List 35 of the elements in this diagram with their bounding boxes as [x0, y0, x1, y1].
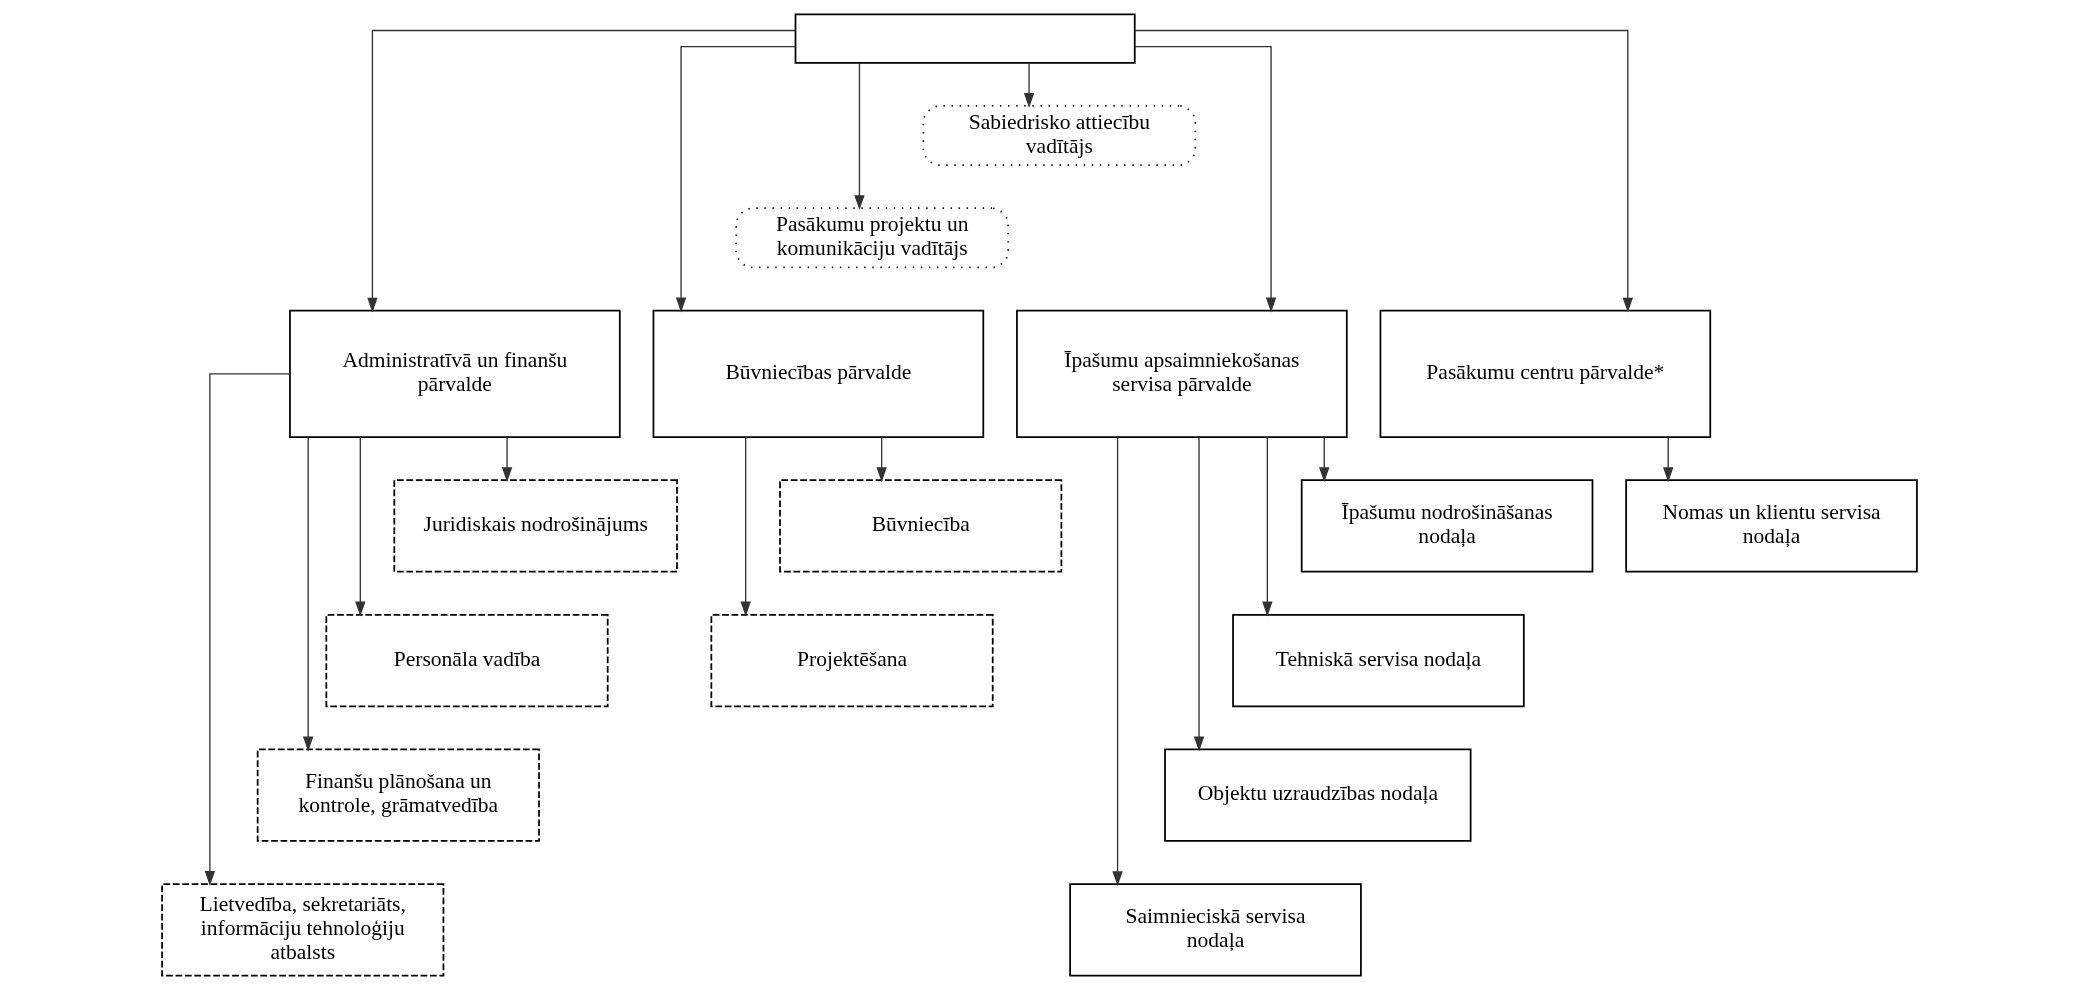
node-box: Nomas un klientu servisa nodaļa: [1624, 478, 1918, 573]
arrow: [204, 372, 290, 886]
node-box: Administratīvā un finanšu pārvalde: [288, 309, 621, 438]
node-box: Pasākumu centru pārvalde*: [1379, 309, 1711, 438]
node-box: Īpašumu nodrošināšanas nodaļa: [1300, 478, 1593, 573]
node-box: Būvniecība: [778, 478, 1062, 573]
arrow: [1318, 436, 1329, 482]
arrow: [1193, 436, 1204, 751]
node-box: Personāla vadība: [324, 613, 609, 707]
arrow: [366, 29, 796, 312]
arrow: [501, 436, 512, 482]
arrow: [1662, 436, 1673, 482]
arrow: [675, 45, 796, 312]
arrow: [1133, 45, 1276, 312]
arrow: [1023, 61, 1034, 108]
node-box: Objektu uzraudzības nodaļa: [1163, 748, 1471, 842]
arrow: [740, 435, 751, 616]
arrow: [1111, 436, 1123, 886]
node-box: Lietvedība, sekretariāts, informāciju tehnoloģiju atbalsts: [160, 882, 444, 976]
arrow: [875, 436, 887, 482]
node-box: Projektēšana: [709, 613, 994, 707]
arrow: [1261, 435, 1273, 616]
node-box: Pasākumu projektu un komunikāciju vadītājs: [734, 206, 1009, 268]
node-box: Sabiedrisko attiecību vadītājs: [922, 104, 1196, 166]
node-box: Juridiskais nodrošinājums: [392, 478, 678, 573]
node-box: Būvniecības pārvalde: [652, 309, 984, 438]
arrow: [1133, 29, 1633, 312]
node-box: [794, 13, 1136, 64]
node-box: Īpašumu apsaimniekošanas servisa pārvalde: [1015, 309, 1348, 438]
node-box: Finanšu plānošana un kontrole, grāmatvedība: [256, 748, 540, 842]
node-box: Saimnieciskā servisa nodaļa: [1068, 882, 1362, 976]
arrow: [354, 435, 365, 616]
arrow: [853, 61, 865, 210]
node-box: Tehniskā servisa nodaļa: [1231, 613, 1525, 707]
arrow: [302, 436, 313, 751]
